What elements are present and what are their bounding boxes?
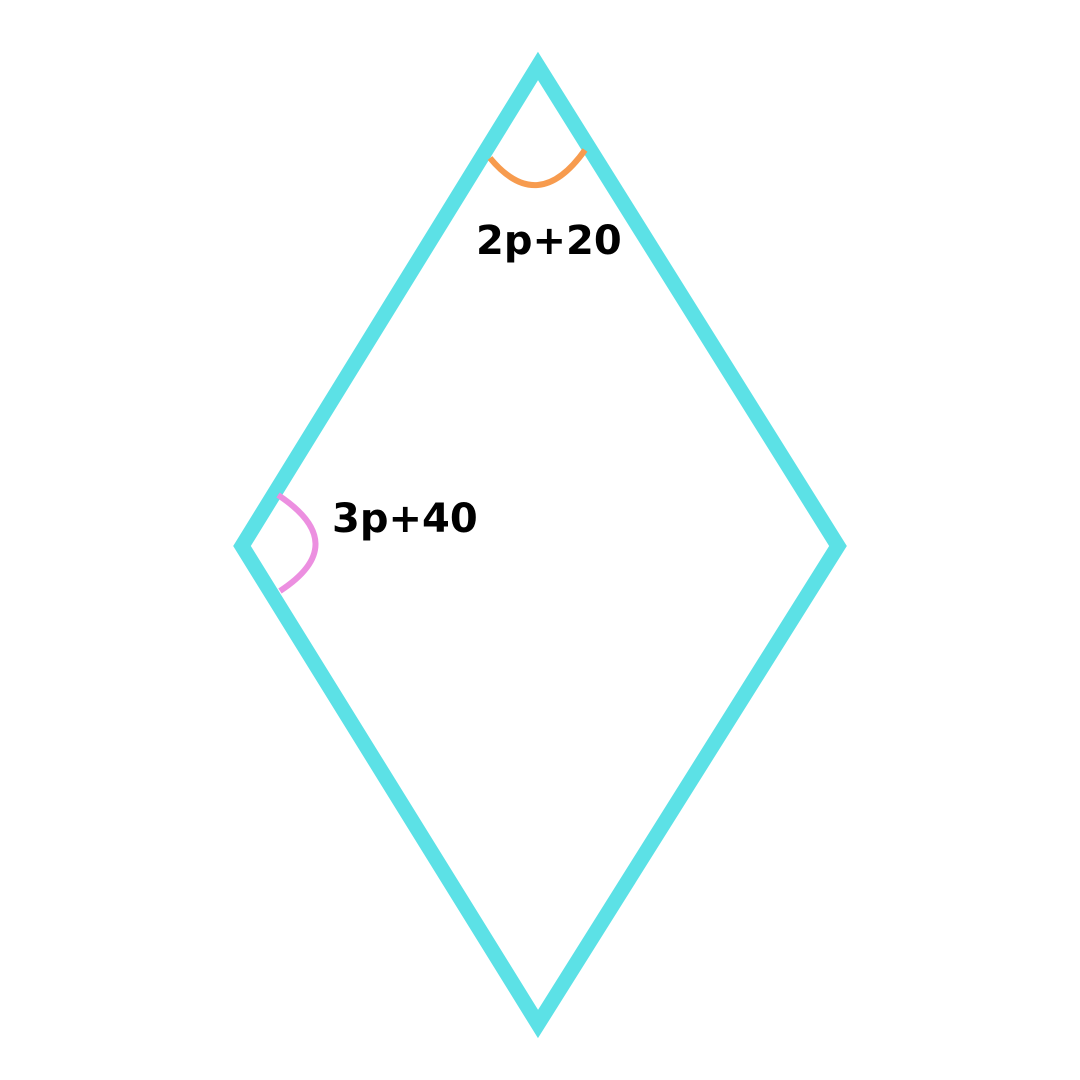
left-angle-label: 3p+40	[332, 496, 478, 542]
left-angle-arc	[276, 492, 319, 594]
rhombus-outline	[233, 51, 847, 1039]
top-angle-arc	[487, 148, 588, 188]
top-angle-label: 2p+20	[476, 218, 622, 264]
